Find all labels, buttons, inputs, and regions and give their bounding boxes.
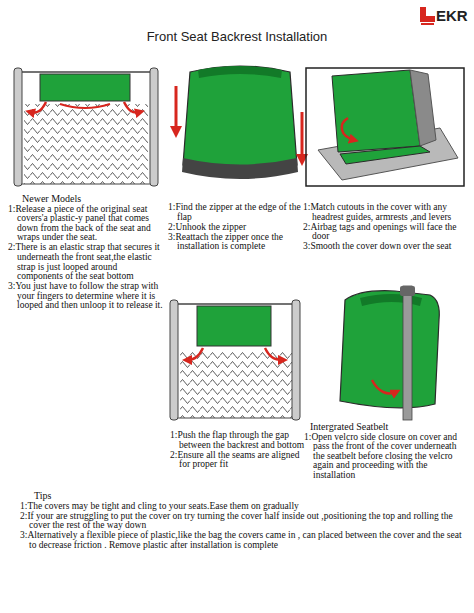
backrest-cover-figure (176, 66, 302, 179)
seat-side-figure-part (410, 70, 436, 146)
flap-push-figure-part (178, 418, 292, 419)
flap-push-figure-part (265, 348, 283, 360)
instruction-step: 1:Release a piece of the original seat c… (8, 205, 164, 243)
seat-frame-figure-part (150, 68, 158, 186)
logo-seat-icon (420, 7, 435, 25)
seat-frame-figure (14, 68, 158, 186)
instruction-step: 1:Find the zipper at the edge of the fla… (168, 203, 302, 222)
seat-side-figure-part (332, 70, 420, 152)
backrest-cover-figure-part (175, 86, 178, 132)
seatbelt-figure-part (372, 380, 396, 394)
flap-push-figure-part (187, 348, 203, 360)
seat-frame-figure-part (22, 71, 150, 73)
instruction-step: 1:Push the flap through the gap between … (170, 431, 312, 450)
page-title: Front Seat Backrest Installation (0, 29, 474, 44)
flap-push-figure-part (178, 303, 292, 305)
instruction-step: 3:Smooth the cover down over the seat (303, 242, 469, 252)
seat-side-figure-part (342, 118, 354, 140)
seatbelt-figure-part (340, 291, 439, 408)
brand-logo: EKR (436, 7, 468, 24)
seat-side-figure-part (340, 146, 430, 164)
instruction-step: 1:The covers may be tight and cling to y… (20, 502, 466, 512)
seat-frame-figure-part (22, 184, 150, 185)
flap-push-figure (170, 300, 300, 420)
seatbelt-figure-part (400, 286, 415, 296)
section-heading: Intergrated Seatbelt (304, 421, 470, 432)
seat-side-figure (306, 68, 464, 186)
seatbelt-figure-part (403, 286, 412, 420)
logo-seat-icon-part (421, 23, 434, 25)
backrest-cover-figure-part (198, 66, 282, 78)
seat-frame-figure-part (30, 102, 46, 113)
flap-push-figure-part (170, 300, 178, 420)
backrest-cover-figure-part (183, 66, 297, 172)
seat-frame-figure-part (60, 104, 110, 108)
seat-frame-figure-part (124, 102, 140, 113)
instruction-step: 2:There is an elastic strap that secures… (8, 243, 164, 281)
backrest-cover-figure-part (301, 112, 304, 160)
flap-push-figure-part (180, 350, 292, 418)
seat-frame-figure-part (40, 74, 130, 101)
section-heading: Tips (20, 490, 466, 501)
instruction-step: 1:Match cutouts in the cover with any he… (303, 203, 469, 222)
backrest-cover-figure-part (182, 158, 298, 179)
instruction-step: 3:Reattach the zipper once the installat… (168, 233, 302, 252)
instruction-step: 3:Alternatively a flexible piece of plas… (20, 531, 466, 550)
flap-push-figure-part (292, 300, 300, 420)
instruction-step: 2:Ensure all the seams are aligned for p… (170, 451, 312, 470)
instruction-step: 1:Open velcro side closure on cover and … (304, 433, 470, 481)
flap-push-figure-part (197, 306, 271, 346)
instruction-step: 2:If your are struggling to put the cove… (20, 512, 466, 531)
seat-side-figure-part (306, 68, 464, 186)
instruction-step: 3:You just have to follow the strap with… (8, 282, 164, 311)
section-heading: Newer Models (8, 193, 164, 204)
seat-frame-figure-part (14, 68, 22, 186)
seatbelt-figure (340, 286, 439, 420)
instruction-step: 2:Airbag tags and openings will face the… (303, 223, 469, 242)
instruction-step: 2:Unhook the zipper (168, 223, 302, 233)
logo-seat-icon-part (420, 7, 435, 22)
seat-frame-figure-part (24, 104, 148, 184)
